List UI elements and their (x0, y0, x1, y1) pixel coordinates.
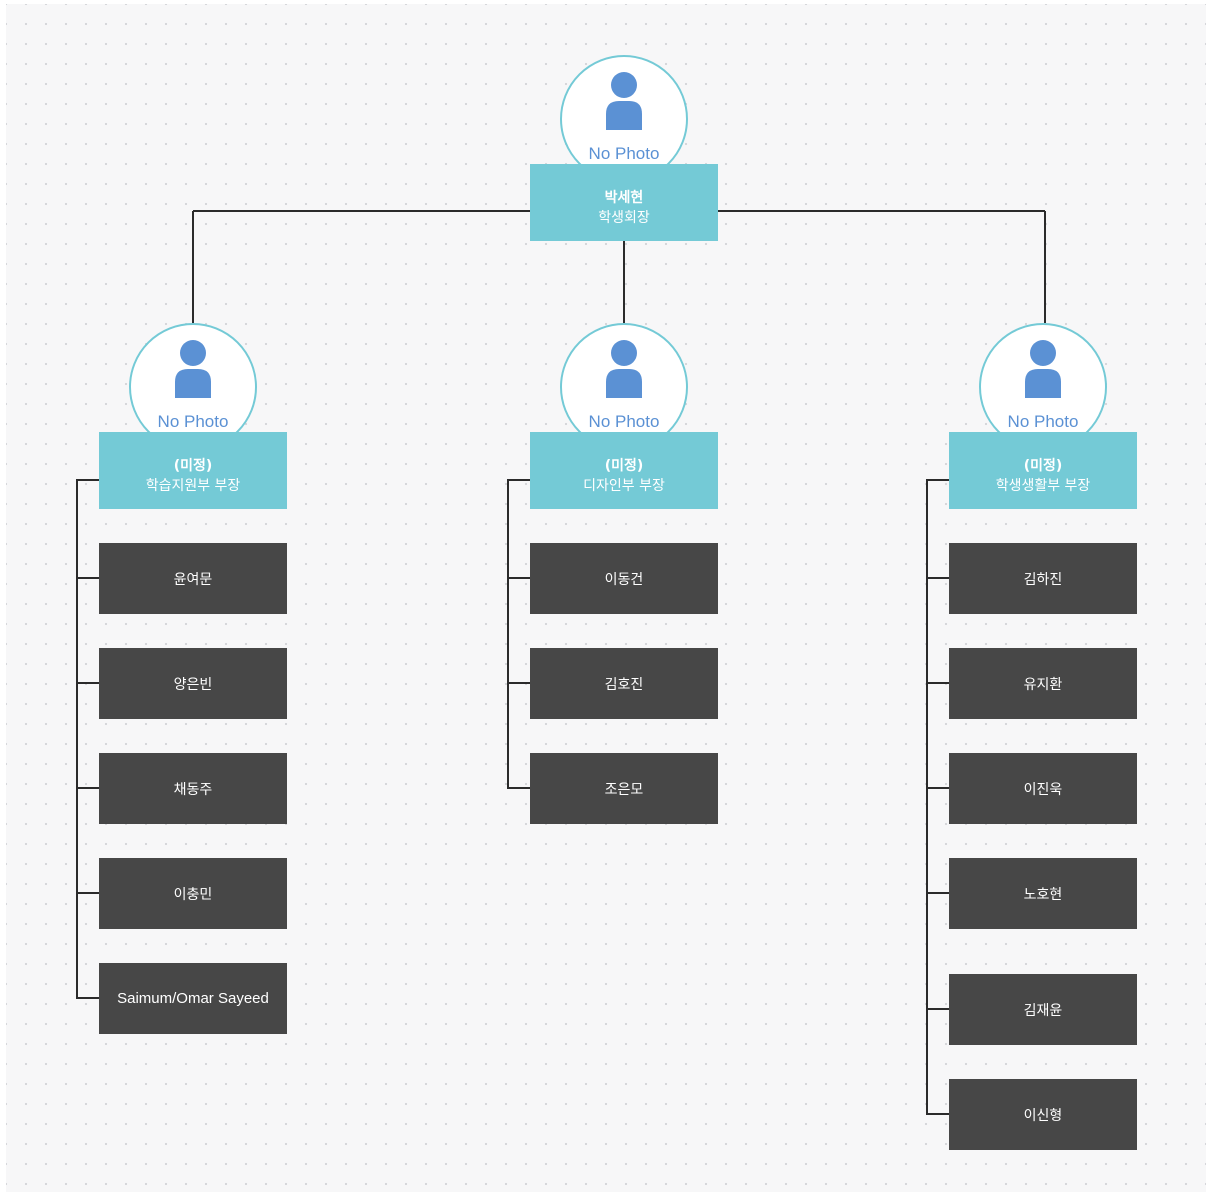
photo-dept-1: No Photo (129, 323, 257, 451)
member-box[interactable]: 이충민 (99, 858, 287, 929)
title-box-top[interactable]: 박세현 학생회장 (530, 164, 718, 241)
member-box[interactable]: 이진욱 (949, 753, 1137, 824)
node-name: (미정) (173, 458, 213, 474)
person-icon (1025, 340, 1061, 398)
no-photo-label: No Photo (588, 144, 660, 163)
node-role: 학생생활부 부장 (995, 478, 1091, 494)
node-role: 학습지원부 부장 (145, 478, 241, 494)
person-icon (606, 72, 642, 130)
member-box[interactable]: 이동건 (530, 543, 718, 614)
node-name: (미정) (1023, 458, 1063, 474)
photo-top: No Photo (560, 55, 688, 183)
photo-dept-2: No Photo (560, 323, 688, 451)
no-photo-label: No Photo (588, 412, 660, 431)
no-photo-label: No Photo (157, 412, 229, 431)
member-box[interactable]: 유지환 (949, 648, 1137, 719)
person-icon (175, 340, 211, 398)
node-role: 디자인부 부장 (583, 478, 665, 494)
title-box-dept-1[interactable]: (미정) 학습지원부 부장 (99, 432, 287, 509)
member-box[interactable]: 양은빈 (99, 648, 287, 719)
person-icon (606, 340, 642, 398)
node-name: 박세현 (604, 190, 644, 206)
title-box-dept-3[interactable]: (미정) 학생생활부 부장 (949, 432, 1137, 509)
member-box[interactable]: 김호진 (530, 648, 718, 719)
node-name: (미정) (604, 458, 644, 474)
member-box[interactable]: 조은모 (530, 753, 718, 824)
no-photo-label: No Photo (1007, 412, 1079, 431)
member-box[interactable]: 노호현 (949, 858, 1137, 929)
member-box[interactable]: Saimum/Omar Sayeed (99, 963, 287, 1034)
member-box[interactable]: 채동주 (99, 753, 287, 824)
member-box[interactable]: 윤여문 (99, 543, 287, 614)
member-box[interactable]: 김재윤 (949, 974, 1137, 1045)
member-box[interactable]: 김하진 (949, 543, 1137, 614)
member-box[interactable]: 이신형 (949, 1079, 1137, 1150)
title-box-dept-2[interactable]: (미정) 디자인부 부장 (530, 432, 718, 509)
node-role: 학생회장 (598, 210, 650, 226)
photo-dept-3: No Photo (979, 323, 1107, 451)
